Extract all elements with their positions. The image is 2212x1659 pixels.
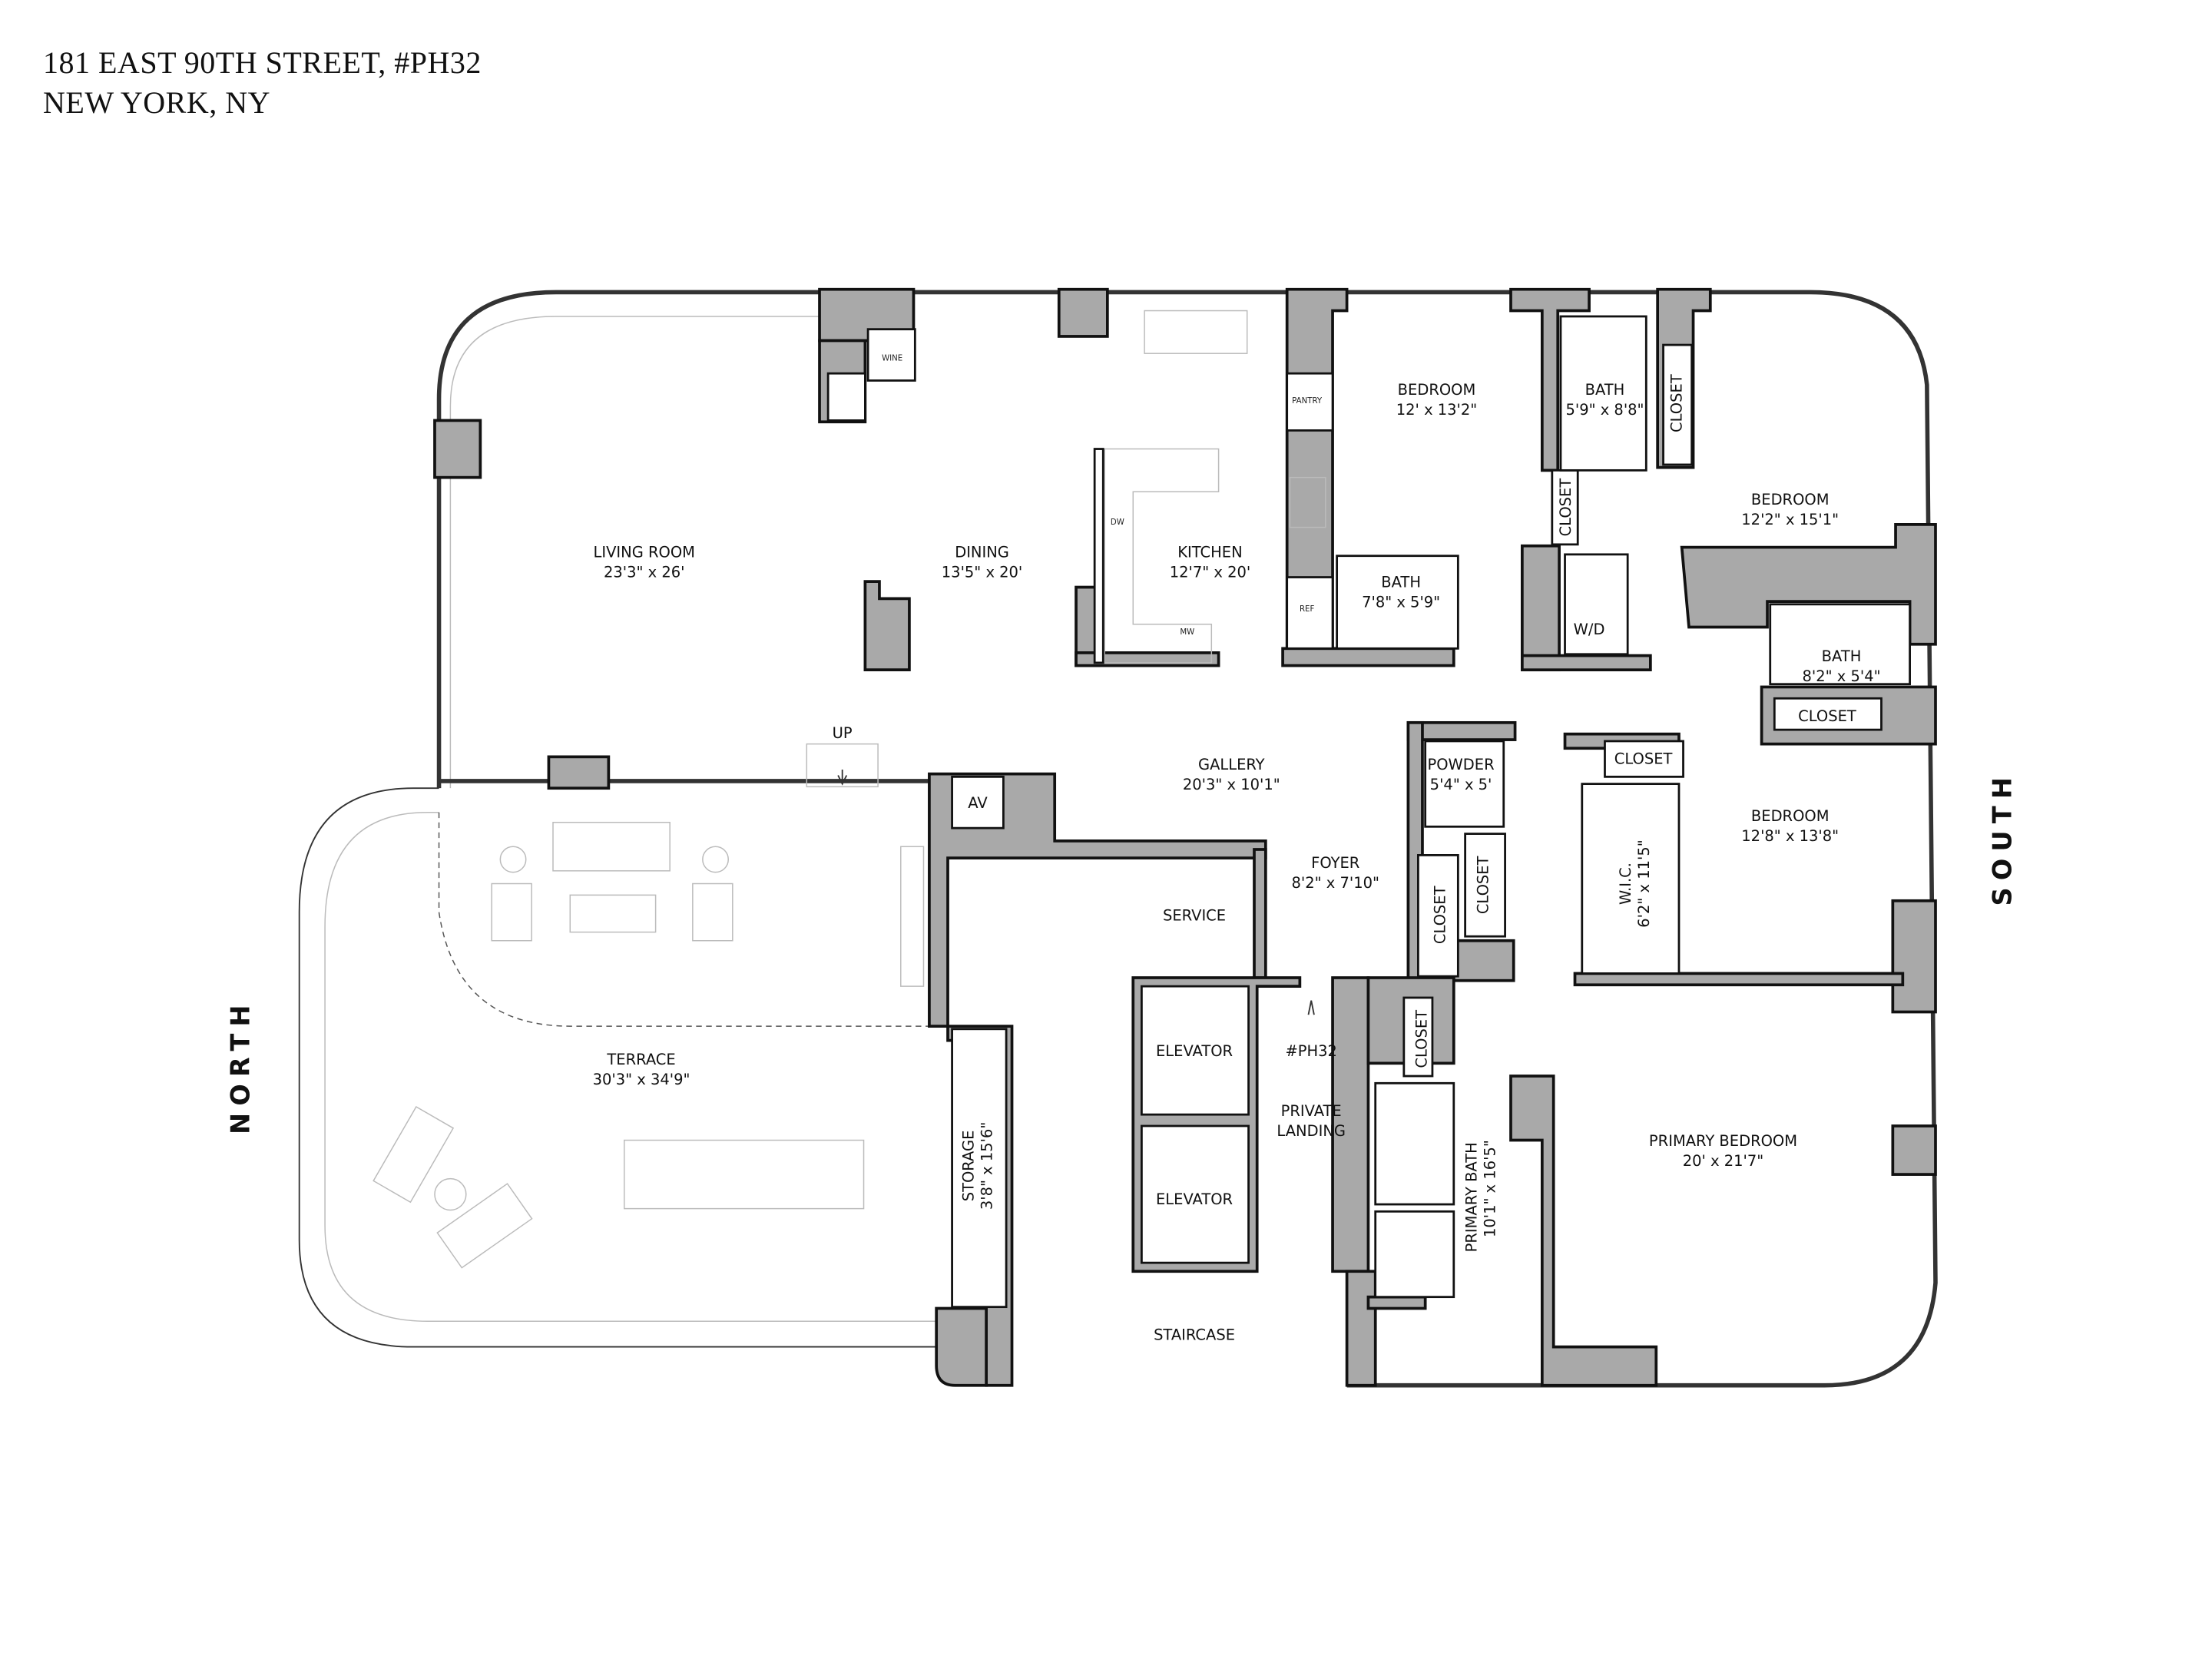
primary-bath-dims: 10'1" x 16'5" bbox=[1482, 1140, 1499, 1237]
closet-label: CLOSET bbox=[1798, 707, 1856, 725]
bedroom-2-label: BEDROOM bbox=[1751, 491, 1830, 508]
unit-number-label: #PH32 bbox=[1285, 1042, 1336, 1060]
elevator-2-car bbox=[1141, 1124, 1250, 1264]
service-label: SERVICE bbox=[1163, 907, 1226, 925]
wic-dims: 6'2" x 11'5" bbox=[1635, 839, 1653, 927]
gallery-label: GALLERY bbox=[1198, 756, 1265, 773]
primary-bath-label: PRIMARY BATH bbox=[1462, 1142, 1480, 1252]
address-line-1: 181 EAST 90TH STREET, #PH32 bbox=[43, 45, 482, 80]
living-room-label: LIVING ROOM bbox=[594, 544, 695, 561]
address-line-2: NEW YORK, NY bbox=[43, 85, 270, 120]
av-label: AV bbox=[968, 794, 988, 812]
bedroom-1-dims: 12' x 13'2" bbox=[1396, 401, 1478, 419]
bath-2-label: BATH bbox=[1381, 574, 1421, 591]
terrace-area bbox=[298, 787, 941, 1348]
bedroom-1-label: BEDROOM bbox=[1398, 381, 1476, 399]
wic-label: W.I.C. bbox=[1617, 863, 1634, 905]
bedroom-3-dims: 12'8" x 13'8" bbox=[1741, 827, 1839, 845]
living-room-dims: 23'3" x 26' bbox=[604, 564, 685, 581]
private-landing-label-2: LANDING bbox=[1277, 1122, 1346, 1140]
staircase-label: STAIRCASE bbox=[1154, 1326, 1235, 1343]
powder-dims: 5'4" x 5' bbox=[1430, 776, 1492, 793]
closet-label: CLOSET bbox=[1474, 856, 1492, 914]
kitchen-dims: 12'7" x 20' bbox=[1170, 564, 1251, 581]
bath-1-label: BATH bbox=[1585, 381, 1625, 399]
foyer-dims: 8'2" x 7'10" bbox=[1292, 874, 1379, 892]
terrace-dims: 30'3" x 34'9" bbox=[593, 1071, 690, 1088]
labels: LIVING ROOM 23'3" x 26' DINING 13'5" x 2… bbox=[226, 354, 2018, 1343]
elevator-1-label: ELEVATOR bbox=[1156, 1042, 1233, 1060]
closet-label: CLOSET bbox=[1668, 374, 1686, 432]
kitchen-label: KITCHEN bbox=[1177, 544, 1242, 561]
wine-label: WINE bbox=[882, 354, 902, 363]
coffee-table bbox=[569, 894, 657, 933]
closets bbox=[826, 315, 1911, 1309]
kitchen-counters bbox=[1093, 310, 1326, 664]
pantry-label: PANTRY bbox=[1292, 397, 1323, 406]
closet-label: CLOSET bbox=[1413, 1010, 1431, 1068]
terrace-label: TERRACE bbox=[606, 1051, 675, 1068]
compass-south: SOUTH bbox=[1987, 770, 2017, 906]
closet-label: CLOSET bbox=[1557, 478, 1575, 537]
compass-north: NORTH bbox=[226, 998, 256, 1134]
closet-label: CLOSET bbox=[1432, 886, 1449, 944]
bath-3-label: BATH bbox=[1822, 647, 1862, 665]
storage-dims: 3'8" x 15'6" bbox=[979, 1122, 996, 1210]
bedroom-2-dims: 12'2" x 15'1" bbox=[1741, 511, 1839, 528]
bath-1-dims: 5'9" x 8'8" bbox=[1565, 401, 1644, 419]
sofa bbox=[552, 821, 671, 872]
dining-dims: 13'5" x 20' bbox=[942, 564, 1023, 581]
gallery-dims: 20'3" x 10'1" bbox=[1183, 776, 1280, 793]
primary-bedroom-dims: 20' x 21'7" bbox=[1683, 1152, 1764, 1170]
powder-label: POWDER bbox=[1427, 756, 1494, 773]
foyer-label: FOYER bbox=[1311, 854, 1359, 872]
storage-label: STORAGE bbox=[959, 1131, 977, 1202]
dining-table bbox=[624, 1139, 865, 1210]
bath-3-dims: 8'2" x 5'4" bbox=[1802, 667, 1880, 685]
private-landing-label-1: PRIVATE bbox=[1281, 1102, 1342, 1120]
bath-2-dims: 7'8" x 5'9" bbox=[1362, 594, 1440, 611]
walls bbox=[433, 287, 1937, 1387]
wd-label: W/D bbox=[1574, 621, 1605, 638]
primary-bedroom-label: PRIMARY BEDROOM bbox=[1649, 1132, 1797, 1150]
stairs-up bbox=[806, 743, 879, 788]
dw-label: DW bbox=[1111, 518, 1124, 527]
mw-label: MW bbox=[1180, 628, 1194, 637]
range bbox=[1289, 476, 1326, 528]
ref-label: REF bbox=[1300, 605, 1315, 614]
elevator-2-label: ELEVATOR bbox=[1156, 1190, 1233, 1208]
up-label: UP bbox=[833, 724, 853, 742]
bedroom-3-label: BEDROOM bbox=[1751, 807, 1830, 825]
building-outline bbox=[436, 290, 1938, 1388]
elevator-1-car bbox=[1141, 985, 1250, 1116]
closet-label: CLOSET bbox=[1614, 750, 1673, 768]
dining-label: DINING bbox=[955, 544, 1009, 561]
